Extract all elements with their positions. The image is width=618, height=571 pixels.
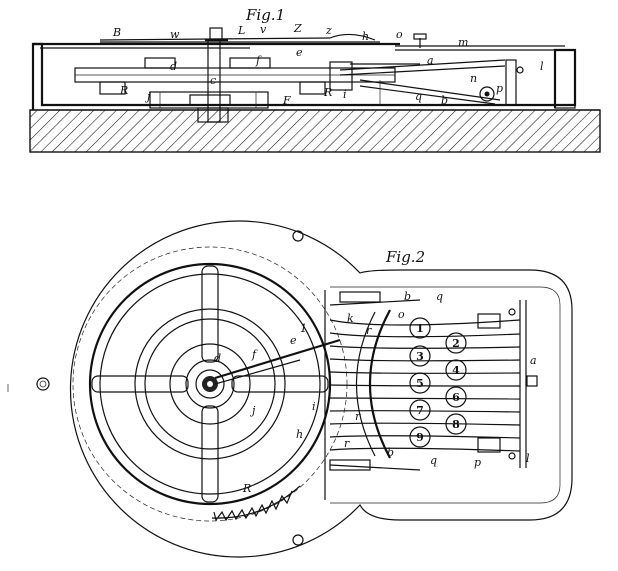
fig2-label-e: e — [290, 334, 297, 347]
fig1-label-p: p — [496, 82, 503, 95]
fig2-label-R: R — [242, 482, 251, 495]
fig1-label-a: a — [427, 54, 434, 67]
key-8[interactable]: 8 — [445, 413, 467, 435]
key-2-label: 2 — [452, 337, 460, 350]
key-6-label: 6 — [452, 391, 460, 404]
fig1-label-e: e — [296, 46, 303, 59]
key-5[interactable]: 5 — [409, 372, 431, 394]
lower-drum — [149, 91, 269, 109]
fig2-label-k: k — [347, 312, 354, 325]
fig2-label-h: h — [296, 428, 303, 441]
fig1-label-b: b — [441, 94, 448, 107]
fig1-label-n: n — [470, 72, 477, 85]
key-5-label: 5 — [416, 377, 424, 390]
fig2-label-q2: q — [430, 454, 437, 467]
fig2-label-q: q — [436, 290, 443, 303]
fig1-label-l: l — [540, 60, 544, 73]
fig1-label-c: c — [210, 74, 216, 87]
fig1-label-v: v — [260, 23, 267, 36]
fig1-label-f: f — [255, 54, 262, 67]
fig2-label-l: l — [526, 452, 530, 465]
key-3-label: 3 — [416, 350, 424, 363]
fig1-label-z: z — [325, 24, 332, 37]
fig2-label-b2: b — [387, 446, 394, 459]
fig2-label-r2: r — [344, 437, 350, 450]
fig2-label-r: r — [366, 324, 372, 337]
fig2-label-a: a — [530, 354, 537, 367]
fig1-label-R: R — [119, 84, 128, 97]
fig1-label-i: i — [343, 88, 347, 101]
key-9[interactable]: 9 — [409, 426, 431, 448]
fig1-label-d: d — [170, 60, 177, 73]
fig1-label-m: m — [458, 36, 468, 49]
fig1-label-F: F — [282, 94, 291, 107]
key-1-label: 1 — [416, 322, 424, 335]
fig1-title: Fig.1 — [245, 6, 285, 24]
fig2-label-p: p — [474, 456, 481, 469]
key-lever-fan — [329, 319, 521, 452]
fig2-label-i: i — [312, 400, 316, 413]
key-4-label: 4 — [452, 364, 460, 377]
fig1-label-Z: Z — [293, 22, 302, 35]
base-block — [29, 109, 601, 153]
fig1-label-h: h — [362, 30, 369, 43]
figure-1: Fig.1 — [29, 6, 601, 153]
key-4[interactable]: 4 — [445, 359, 467, 381]
housing-outline — [31, 42, 577, 110]
fig1-label-j: j — [144, 90, 151, 103]
outer-casing — [69, 220, 573, 558]
fig2-label-1: 1 — [300, 322, 307, 335]
fig1-label-w: w — [170, 28, 180, 41]
key-8-label: 8 — [452, 418, 460, 431]
figure-2: Fig.2 — [36, 220, 573, 558]
fig1-label-q: q — [415, 90, 422, 103]
fig2-label-f: f — [251, 348, 258, 361]
main-wheel-rim — [88, 262, 332, 506]
fig1-label-o: o — [396, 28, 403, 41]
key-2[interactable]: 2 — [445, 332, 467, 354]
fig2-title: Fig.2 — [385, 248, 425, 266]
fig2-label-j: j — [249, 404, 256, 417]
key-7-label: 7 — [416, 404, 424, 417]
fig2-label-r3: r — [355, 410, 361, 423]
key-6[interactable]: 6 — [445, 386, 467, 408]
key-7[interactable]: 7 — [409, 399, 431, 421]
fig1-label-L: L — [237, 24, 245, 37]
key-9-label: 9 — [416, 431, 424, 444]
key-3[interactable]: 3 — [409, 345, 431, 367]
key-1[interactable]: 1 — [409, 317, 431, 339]
fig2-label-d: d — [214, 352, 221, 365]
fig2-label-o: o — [398, 308, 405, 321]
fig2-label-b: b — [404, 290, 411, 303]
fig1-label-R2: R — [323, 86, 332, 99]
fig1-label-B: B — [112, 26, 121, 39]
